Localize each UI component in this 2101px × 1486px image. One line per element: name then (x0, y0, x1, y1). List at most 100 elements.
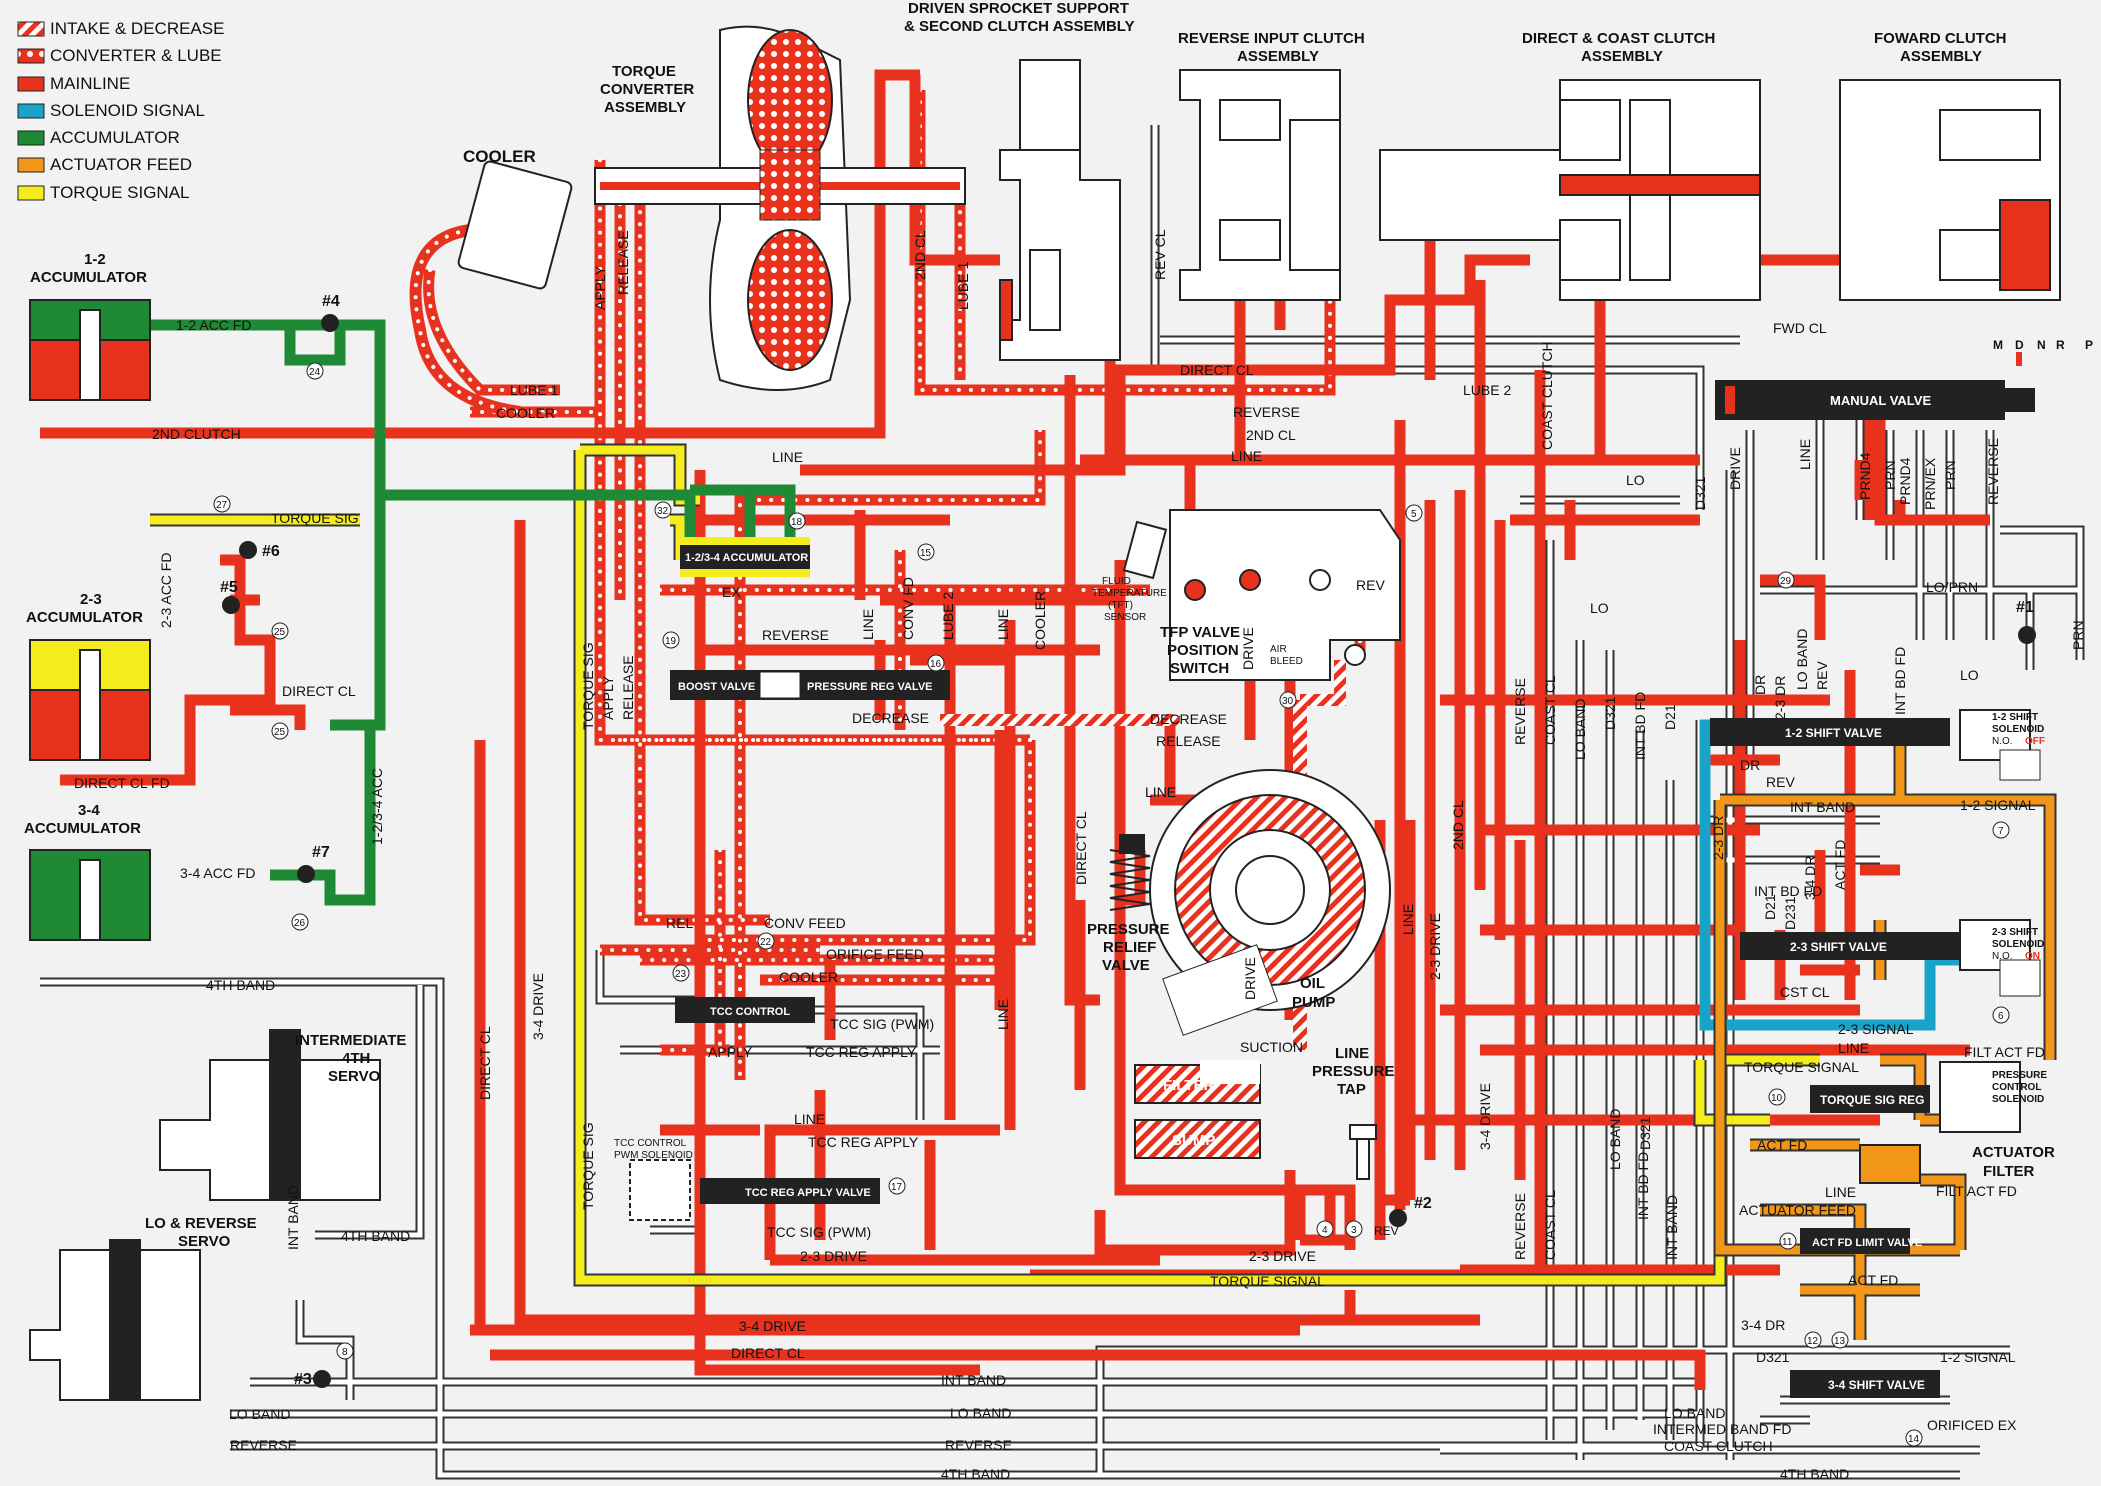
svg-text:D21: D21 (1662, 704, 1678, 730)
svg-text:2-3 DRIVE: 2-3 DRIVE (800, 1248, 867, 1264)
shift-valve-1-2: 1-2 SHIFT VALVE (1710, 709, 2041, 781)
svg-text:2-3 SHIFT: 2-3 SHIFT (1992, 927, 2038, 938)
svg-text:N: N (2037, 338, 2046, 352)
legend-item-actuator: ACTUATOR FEED (17, 155, 192, 174)
svg-text:TCC REG APPLY: TCC REG APPLY (806, 1044, 917, 1060)
legend-item-accumulator: ACCUMULATOR (17, 128, 180, 147)
svg-text:#6: #6 (262, 543, 280, 560)
accumulator-1234-valve: 1-2/3-4 ACCUMULATOR (680, 537, 810, 577)
svg-text:DIRECT CL: DIRECT CL (731, 1345, 805, 1361)
svg-text:REV: REV (1766, 774, 1795, 790)
title-line-tap-1: LINE (1335, 1045, 1369, 1062)
svg-text:ORIFICED EX: ORIFICED EX (1927, 1417, 2017, 1433)
svg-text:DRIVE: DRIVE (1242, 957, 1258, 1000)
actuator-filter (1859, 1144, 1921, 1184)
svg-text:8: 8 (342, 1347, 348, 1358)
svg-text:DIRECT CL FD: DIRECT CL FD (74, 775, 170, 791)
direct-coast-clutch-drawing (1379, 79, 1761, 301)
svg-text:DRIVE: DRIVE (1727, 447, 1743, 490)
svg-text:REVERSE: REVERSE (945, 1437, 1012, 1453)
checkball-7: #7 (297, 844, 330, 883)
svg-text:1-2 SIGNAL: 1-2 SIGNAL (1940, 1349, 2016, 1365)
svg-text:3-4 DRIVE: 3-4 DRIVE (1477, 1083, 1493, 1150)
title-relief-3: VALVE (1102, 957, 1150, 974)
vertical-passage-labels: 2-3 ACC FD 1-2/3-4 ACC INT BAND 3-4 DRIV… (158, 229, 2086, 1260)
svg-text:11: 11 (1782, 1237, 1793, 1248)
svg-text:D321: D321 (1637, 1116, 1653, 1150)
svg-text:INT BAND: INT BAND (941, 1372, 1006, 1388)
legend-item-solenoid: SOLENOID SIGNAL (17, 101, 205, 120)
svg-text:15: 15 (920, 548, 932, 559)
svg-text:2-3 DRIVE: 2-3 DRIVE (1427, 913, 1443, 980)
svg-text:#1: #1 (2016, 599, 2034, 616)
svg-text:D321: D321 (1692, 476, 1708, 510)
svg-text:LINE: LINE (1145, 784, 1176, 800)
reverse-input-clutch-drawing (1179, 69, 1341, 301)
svg-text:10: 10 (1771, 1093, 1783, 1104)
svg-text:TCC CONTROL: TCC CONTROL (614, 1138, 687, 1149)
orifice-27: 27 (213, 495, 231, 513)
checkball-4: #4 (321, 293, 340, 332)
svg-text:ACT FD: ACT FD (1757, 1137, 1807, 1153)
title-acc34-1: 3-4 (78, 802, 100, 819)
svg-text:3-4 DRIVE: 3-4 DRIVE (739, 1318, 806, 1334)
orifice-13: 13 (1831, 1331, 1849, 1349)
title-reverse-input-2: ASSEMBLY (1237, 48, 1319, 65)
svg-text:2ND CL: 2ND CL (1450, 800, 1466, 850)
svg-text:16: 16 (930, 659, 942, 670)
svg-text:4TH BAND: 4TH BAND (941, 1466, 1010, 1482)
svg-text:1-2/3-4 ACCUMULATOR: 1-2/3-4 ACCUMULATOR (685, 552, 808, 564)
svg-text:13: 13 (1834, 1336, 1846, 1347)
svg-text:REVERSE: REVERSE (1512, 1193, 1528, 1260)
svg-text:2-3 DR: 2-3 DR (1772, 676, 1788, 720)
title-int-servo-2: 4TH (342, 1050, 370, 1067)
orifice-12: 12 (1804, 1331, 1822, 1349)
svg-text:6: 6 (1998, 1011, 2004, 1022)
svg-text:COOLER: COOLER (496, 405, 555, 421)
svg-text:SOLENOID: SOLENOID (1992, 1094, 2044, 1105)
svg-text:3: 3 (1351, 1225, 1357, 1236)
title-line-tap-2: PRESSURE (1312, 1063, 1395, 1080)
svg-text:LO/PRN: LO/PRN (1926, 579, 1978, 595)
svg-text:24: 24 (309, 367, 321, 378)
svg-text:EX: EX (722, 584, 741, 600)
svg-text:4: 4 (1322, 1225, 1328, 1236)
svg-text:26: 26 (294, 918, 306, 929)
svg-text:#5: #5 (220, 579, 238, 596)
svg-text:3-4 DR: 3-4 DR (1802, 856, 1818, 900)
svg-text:PRESSURE: PRESSURE (1992, 1070, 2047, 1081)
svg-text:LO BAND: LO BAND (1664, 1405, 1725, 1421)
svg-text:SENSOR: SENSOR (1104, 612, 1146, 623)
svg-text:TCC CONTROL: TCC CONTROL (710, 1006, 790, 1018)
svg-text:R: R (2056, 338, 2065, 352)
svg-text:TORQUE SIG: TORQUE SIG (580, 1122, 596, 1210)
title-driven-sprocket-1: DRIVEN SPROCKET SUPPORT (908, 0, 1129, 17)
title-forward-2: ASSEMBLY (1900, 48, 1982, 65)
orifice-4: 4 (1316, 1220, 1334, 1238)
svg-text:LO: LO (1626, 472, 1645, 488)
shift-valve-2-3: 2-3 SHIFT VALVE (1740, 919, 2041, 997)
title-forward-1: FOWARD CLUTCH (1874, 30, 2006, 47)
checkball-5: #5 (220, 579, 240, 614)
title-line-tap-3: TAP (1337, 1081, 1366, 1098)
svg-text:LUBE 2: LUBE 2 (1463, 382, 1511, 398)
manual-valve: MANUAL VALVE (1715, 380, 2035, 420)
title-direct-coast-1: DIRECT & COAST CLUTCH (1522, 30, 1715, 47)
title-pump-1: OIL (1300, 975, 1325, 992)
orifice-8: 8 (336, 1342, 354, 1360)
svg-text:2ND CL: 2ND CL (1246, 427, 1296, 443)
orifice-3: 3 (1345, 1220, 1363, 1238)
svg-text:RELEASE: RELEASE (620, 655, 636, 720)
svg-text:#7: #7 (312, 844, 330, 861)
legend-item-torque: TORQUE SIGNAL (17, 183, 190, 202)
svg-text:3-4 SHIFT VALVE: 3-4 SHIFT VALVE (1828, 1378, 1925, 1392)
orifice-23: 23 (672, 964, 690, 982)
title-acc23-2: ACCUMULATOR (26, 609, 143, 626)
orifice-16: 16 (927, 654, 945, 672)
svg-text:INT BAND: INT BAND (1664, 1195, 1680, 1260)
filter-drawing (1134, 1060, 1261, 1159)
passage-labels: 1-2 ACC FD 2ND CLUTCH TORQUE SIG DIRECT … (74, 317, 2045, 1482)
svg-text:SOLENOID: SOLENOID (1992, 939, 2044, 950)
component-titles: TORQUE CONVERTER ASSEMBLY DRIVEN SPROCKE… (24, 0, 2055, 1250)
